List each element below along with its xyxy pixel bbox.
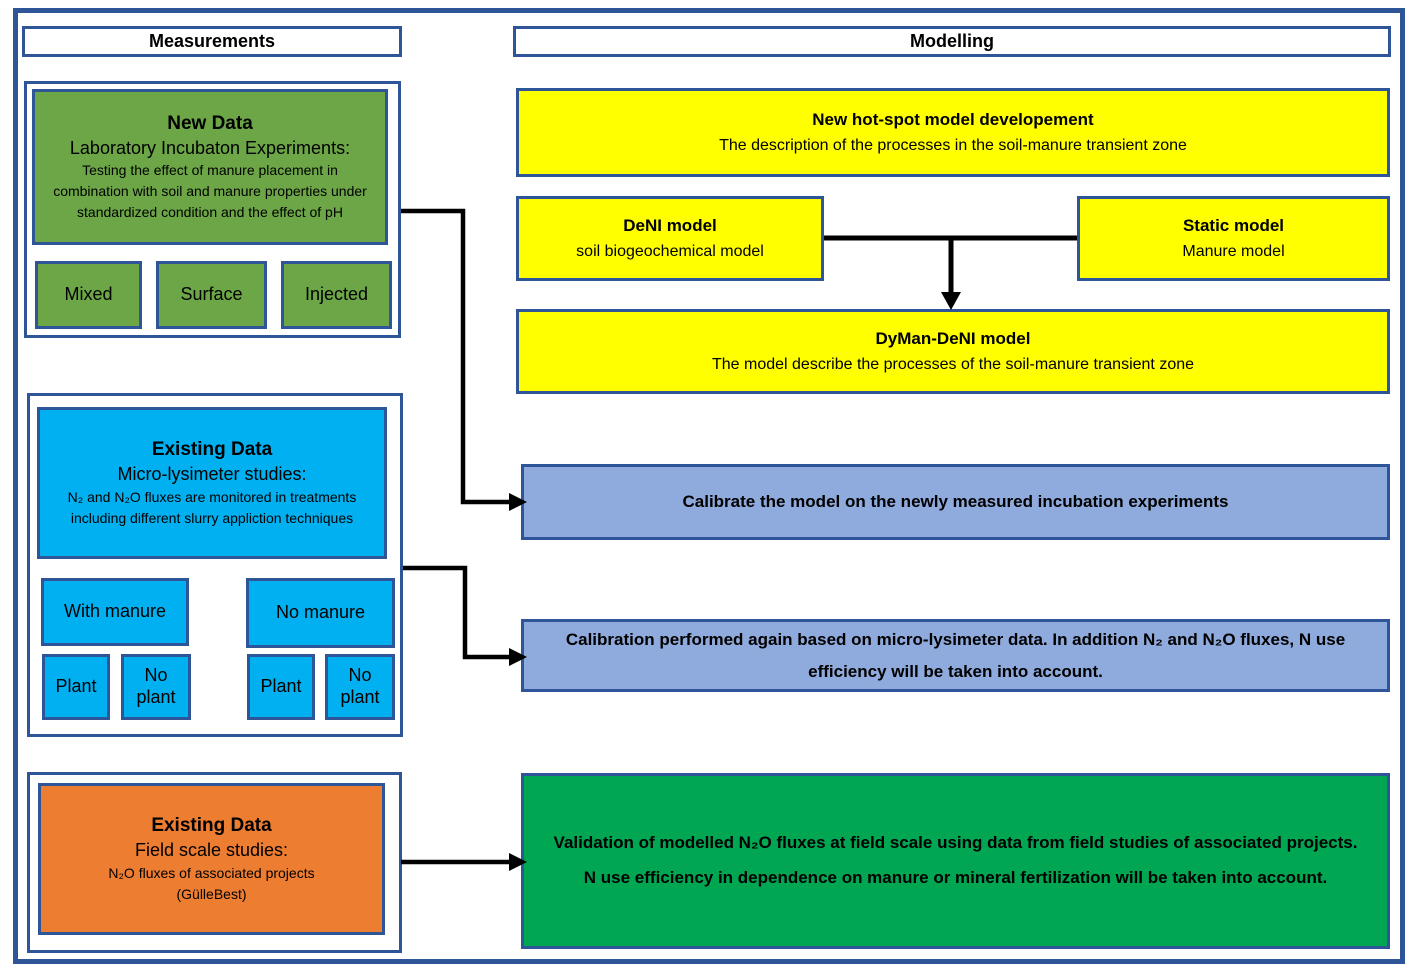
new-data-subtitle: Laboratory Incubaton Experiments: <box>69 137 351 158</box>
field-line1: N₂O fluxes of associated projects <box>108 864 315 881</box>
no-manure-plant-box: Plant <box>247 654 315 720</box>
treatment-injected-box: Injected <box>281 261 392 329</box>
deni-model-subtitle: soil biogeochemical model <box>576 242 764 260</box>
lysimeter-subtitle: Micro-lysimeter studies: <box>117 464 307 485</box>
no-manure-box: No manure <box>246 578 395 648</box>
field-box: Existing Data Field scale studies: N₂O f… <box>38 783 385 935</box>
deni-model-box: DeNI model soil biogeochemical model <box>516 196 824 281</box>
calibrate-incubation-text: Calibrate the model on the newly measure… <box>682 491 1229 511</box>
hotspot-model-title: New hot-spot model developement <box>812 109 1094 129</box>
field-group: Existing Data Field scale studies: N₂O f… <box>27 772 402 953</box>
modelling-header: Modelling <box>513 26 1391 57</box>
lysimeter-description: N₂ and N₂O fluxes are monitored in treat… <box>67 488 357 526</box>
treatment-mixed-label: Mixed <box>64 284 113 305</box>
no-manure-label: No manure <box>275 602 366 623</box>
no-manure-plant-label: Plant <box>260 676 302 697</box>
calibrate-lysimeter-box: Calibration performed again based on mic… <box>521 619 1390 692</box>
static-model-box: Static model Manure model <box>1077 196 1390 281</box>
deni-model-title: DeNI model <box>623 215 717 235</box>
field-line2: (GülleBest) <box>176 885 247 902</box>
lysimeter-box: Existing Data Micro-lysimeter studies: N… <box>37 407 387 559</box>
static-model-title: Static model <box>1182 215 1285 235</box>
dyman-model-title: DyMan-DeNI model <box>875 328 1031 348</box>
new-data-group: New Data Laboratory Incubaton Experiment… <box>24 81 401 338</box>
validation-text: Validation of modelled N₂O fluxes at fie… <box>553 833 1358 887</box>
treatment-mixed-box: Mixed <box>35 261 142 329</box>
treatment-surface-box: Surface <box>156 261 267 329</box>
static-model-subtitle: Manure model <box>1182 242 1285 260</box>
modelling-header-label: Modelling <box>910 31 994 51</box>
treatment-injected-label: Injected <box>304 284 369 305</box>
treatment-surface-label: Surface <box>180 284 243 305</box>
with-manure-plant-box: Plant <box>42 654 110 720</box>
hotspot-model-box: New hot-spot model developement The desc… <box>516 88 1390 177</box>
no-manure-no-plant-box: No plant <box>325 654 395 720</box>
hotspot-model-subtitle: The description of the processes in the … <box>719 136 1187 154</box>
new-data-description: Testing the effect of manure placement i… <box>53 162 367 221</box>
with-manure-no-plant-box: No plant <box>121 654 191 720</box>
no-manure-no-plant-label: No plant <box>340 665 380 707</box>
lysimeter-group: Existing Data Micro-lysimeter studies: N… <box>27 393 403 737</box>
with-manure-plant-label: Plant <box>55 676 97 697</box>
field-subtitle: Field scale studies: <box>134 840 289 861</box>
dyman-model-subtitle: The model describe the processes of the … <box>711 355 1195 373</box>
with-manure-label: With manure <box>63 601 167 622</box>
calibrate-incubation-box: Calibrate the model on the newly measure… <box>521 464 1390 540</box>
calibrate-lysimeter-text: Calibration performed again based on mic… <box>565 630 1346 681</box>
lysimeter-title: Existing Data <box>151 439 273 461</box>
validation-box: Validation of modelled N₂O fluxes at fie… <box>521 773 1390 949</box>
with-manure-no-plant-label: No plant <box>136 665 176 707</box>
dyman-model-box: DyMan-DeNI model The model describe the … <box>516 309 1390 394</box>
new-data-title: New Data <box>167 112 253 134</box>
with-manure-box: With manure <box>41 578 189 646</box>
field-title: Existing Data <box>151 815 272 837</box>
measurements-header-label: Measurements <box>148 31 276 51</box>
new-data-box: New Data Laboratory Incubaton Experiment… <box>32 89 388 245</box>
outer-frame <box>13 8 1405 964</box>
measurements-header: Measurements <box>22 26 402 57</box>
